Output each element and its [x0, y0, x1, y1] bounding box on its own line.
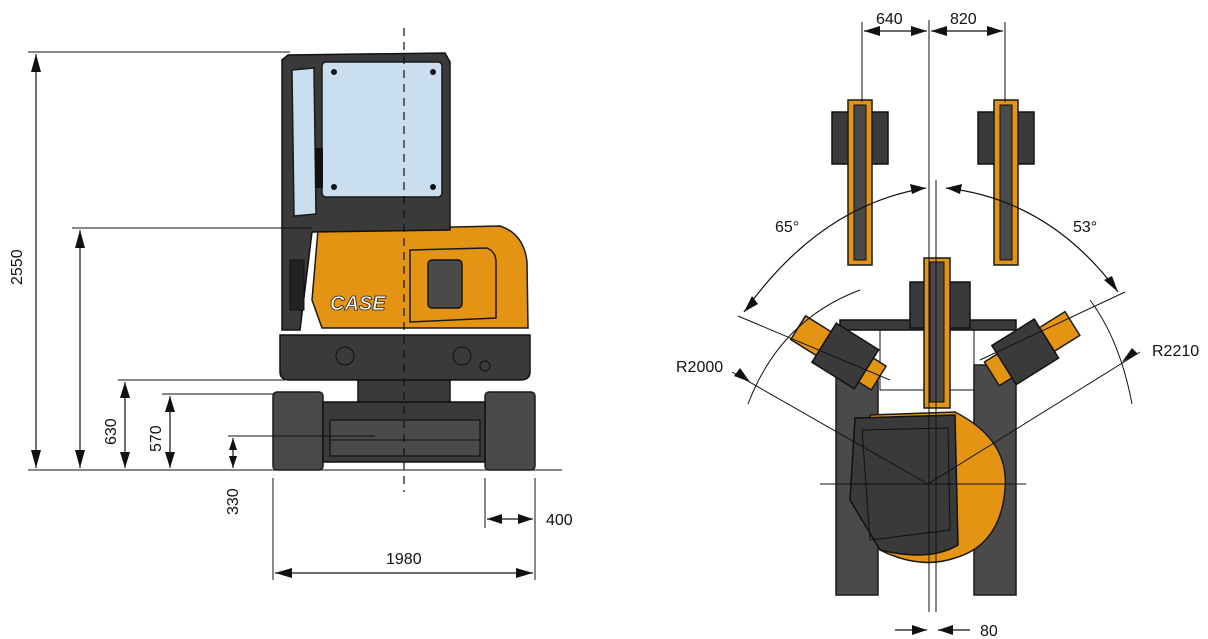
- rear-view: CASE 2550: [9, 28, 573, 580]
- dim-boom-offset: 80: [895, 623, 998, 639]
- cab-rear-window: [321, 61, 443, 198]
- cab-side-window: [291, 67, 317, 217]
- dim-offset-top: 640 820: [861, 11, 1006, 102]
- top-boom-offset-right: [977, 99, 1035, 266]
- top-boom-swing-right: [983, 310, 1081, 387]
- dim-overall-height: 2550: [9, 54, 41, 468]
- dim-overall-width-label: 1980: [386, 551, 422, 568]
- dim-frame-clearance: 570: [148, 396, 175, 468]
- swing-angle-right-label: 53°: [1073, 219, 1097, 236]
- dim-undercarriage-clearance: 330: [225, 438, 242, 515]
- dim-offset-left-label: 640: [876, 11, 903, 28]
- engine-vent: [427, 259, 463, 309]
- dim-counterweight-clearance-label: 630: [103, 418, 120, 445]
- dozer-blade-box: [329, 419, 481, 457]
- dim-overall-height-label: 2550: [9, 249, 26, 285]
- top-view: 640 820 65° 53° R2000 R2210: [676, 11, 1199, 639]
- swing-angle-left-label: 65°: [775, 219, 799, 236]
- dim-swing-radius: R2000 R2210: [676, 289, 1199, 485]
- case-logo: CASE: [330, 293, 386, 315]
- left-track: [272, 391, 324, 471]
- top-boom-offset-left: [831, 99, 889, 266]
- dim-undercarriage-clearance-label: 330: [225, 488, 242, 515]
- dim-swing-angles: 65° 53°: [737, 184, 1126, 381]
- dim-counterweight-clearance: 630: [103, 382, 130, 468]
- top-cab: [849, 414, 959, 556]
- dim-frame-clearance-label: 570: [148, 425, 165, 452]
- top-boom-swing-left: [789, 314, 888, 391]
- dim-counterweight-top: [75, 230, 85, 468]
- dim-track-width: 400: [484, 478, 573, 580]
- counterweight: [279, 334, 531, 381]
- radius-front-label: R2000: [676, 359, 723, 376]
- dim-offset-right-label: 820: [950, 11, 977, 28]
- dim-overall-width: 1980: [272, 478, 533, 580]
- top-boom-center: [909, 257, 971, 409]
- radius-rear-label: R2210: [1152, 343, 1199, 360]
- dim-track-width-label: 400: [546, 512, 573, 529]
- right-track: [484, 391, 536, 471]
- boom-offset-label: 80: [980, 623, 998, 639]
